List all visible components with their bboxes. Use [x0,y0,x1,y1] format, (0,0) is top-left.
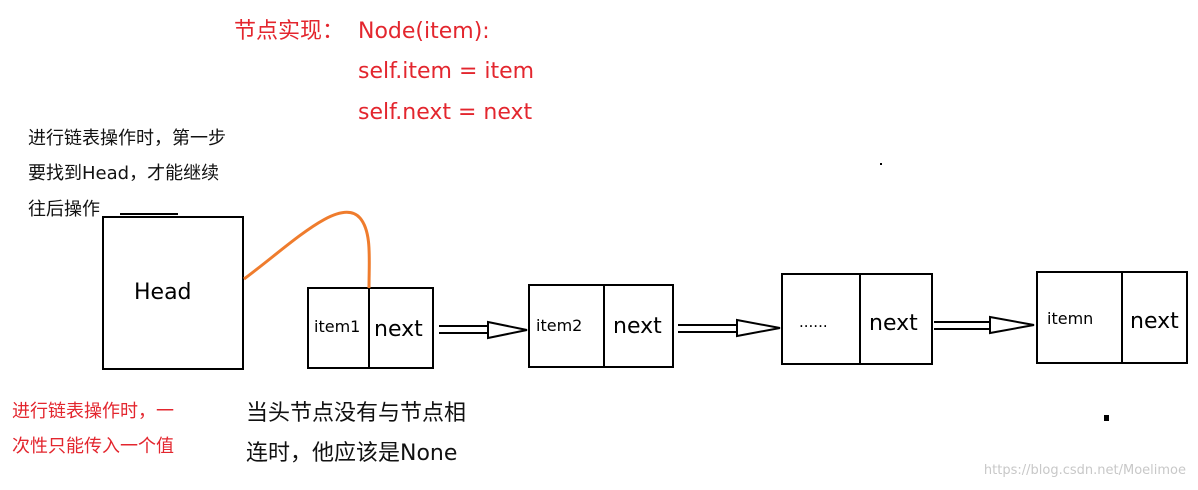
node-3-next: next [869,311,918,336]
node-3-item: ...... [799,313,828,331]
note-none-line-1: 当头节点没有与节点相 [246,401,467,426]
node-1-item: item1 [314,317,361,336]
node-1-divider [368,289,370,367]
watermark: https://blog.csdn.net/Moelimoe [983,463,1186,478]
node-2: item2 next [528,284,674,368]
head-box: Head [102,216,244,370]
note-none-line-2: 连时，他应该是None [246,441,458,466]
arrow-node3-node4 [934,315,1035,335]
node-4-divider [1121,273,1123,362]
note-head-line-1: 进行链表操作时，第一步 [28,128,226,149]
node-2-item: item2 [536,316,583,335]
code-line-next: self.next = next [358,100,533,125]
node-3-divider [859,275,861,363]
node-2-divider [603,286,605,366]
arrow-node1-node2 [439,320,528,340]
code-line-node: Node(item): [358,19,490,44]
code-line-item: self.item = item [358,59,535,84]
title-label: 节点实现： [234,19,345,44]
head-pointer-curve [243,210,371,289]
node-4: itemn next [1036,271,1188,364]
stray-dot-large [1104,415,1109,421]
node-4-item: itemn [1047,309,1094,328]
head-label: Head [134,280,192,305]
node-2-next: next [613,314,662,339]
note-head-line-2: 要找到Head，才能继续 [28,163,220,184]
node-3: ...... next [781,273,933,365]
node-4-next: next [1130,309,1179,334]
stray-dot-small [880,163,882,165]
note-value-line-2: 次性只能传入一个值 [12,436,174,457]
note-head-line-3: 往后操作 [28,199,100,220]
node-1-next: next [374,317,423,342]
note-value-line-1: 进行链表操作时，一 [12,401,174,422]
node-1: item1 next [307,287,434,369]
arrow-node2-node3 [678,318,781,338]
